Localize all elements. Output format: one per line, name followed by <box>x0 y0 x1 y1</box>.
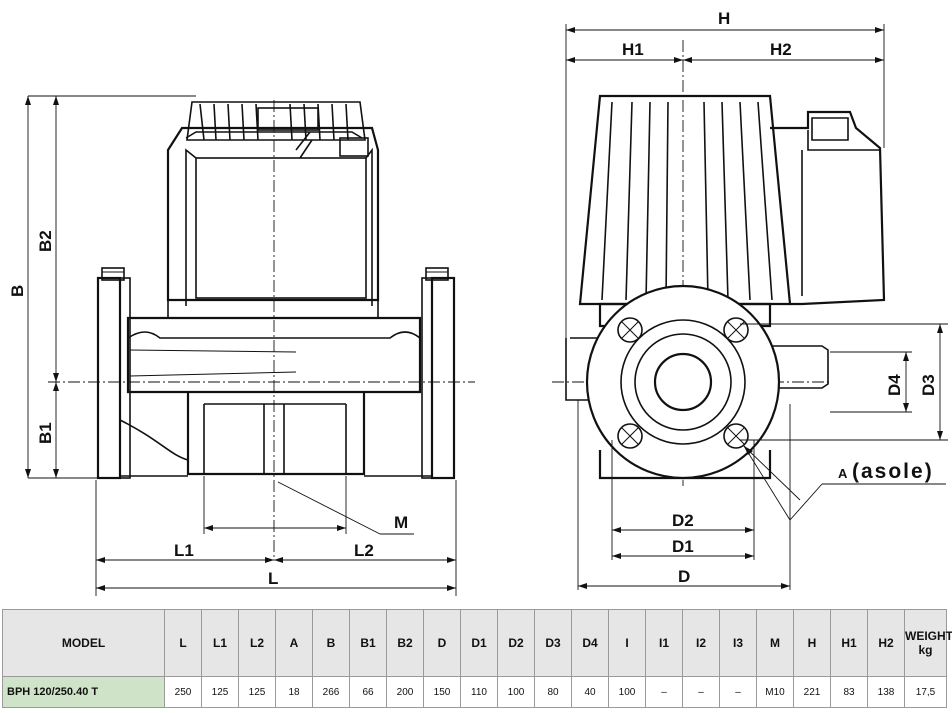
dim-label-M: M <box>394 513 408 532</box>
dim-label-H1: H1 <box>622 40 644 59</box>
specification-table: MODEL L L1 L2 A B B1 B2 D D1 D2 D3 D4 I … <box>2 609 952 708</box>
header-I1: I1 <box>645 609 683 677</box>
dim-label-D4: D4 <box>885 374 904 396</box>
dim-label-D: D <box>678 567 690 586</box>
model-cell: BPH 120/250.40 T <box>2 676 165 708</box>
header-B1: B1 <box>349 609 387 677</box>
front-view: B B2 B1 L1 L2 L M <box>8 95 475 596</box>
header-I: I <box>608 609 646 677</box>
cell-I: 100 <box>608 676 646 708</box>
cell-D2: 100 <box>497 676 535 708</box>
cell-I3: – <box>719 676 757 708</box>
cell-B2: 200 <box>386 676 424 708</box>
dim-label-asole: (asole) <box>852 460 934 483</box>
table-row: BPH 120/250.40 T 250 125 125 18 266 66 2… <box>2 676 947 708</box>
cell-L: 250 <box>164 676 202 708</box>
cell-H2: 138 <box>867 676 905 708</box>
front-horizontal-dimensions <box>95 476 457 596</box>
cell-B: 266 <box>312 676 350 708</box>
side-motor-fins <box>578 94 792 306</box>
cell-B1: 66 <box>349 676 387 708</box>
dim-label-H: H <box>718 9 730 28</box>
pump-housing <box>119 316 433 477</box>
left-flange <box>96 267 131 480</box>
dim-label-A: A <box>838 466 848 481</box>
cell-A: 18 <box>275 676 313 708</box>
cell-weight: 17,5 <box>904 676 947 708</box>
header-model: MODEL <box>2 609 165 677</box>
header-weight-label: WEIGHT <box>905 629 952 643</box>
header-weight-unit: kg <box>918 643 933 657</box>
header-D4: D4 <box>571 609 609 677</box>
dim-label-D3: D3 <box>919 374 938 396</box>
header-I2: I2 <box>682 609 720 677</box>
side-horizontal-dimensions-bottom <box>577 400 791 590</box>
side-view: H H1 H2 D4 D3 A (asole) <box>552 9 948 590</box>
header-D2: D2 <box>497 609 535 677</box>
header-A: A <box>275 609 313 677</box>
cell-L2: 125 <box>238 676 276 708</box>
motor-body <box>166 126 380 319</box>
header-L1: L1 <box>201 609 239 677</box>
dim-label-D1: D1 <box>672 537 694 556</box>
header-B2: B2 <box>386 609 424 677</box>
cell-L1: 125 <box>201 676 239 708</box>
header-D1: D1 <box>460 609 498 677</box>
dim-label-L1: L1 <box>174 541 194 560</box>
header-H2: H2 <box>867 609 905 677</box>
table-header-row: MODEL L L1 L2 A B B1 B2 D D1 D2 D3 D4 I … <box>2 609 952 677</box>
cell-D1: 110 <box>460 676 498 708</box>
cell-M: M10 <box>756 676 794 708</box>
dim-label-B2: B2 <box>36 230 55 252</box>
cell-D3: 80 <box>534 676 572 708</box>
dim-label-B1: B1 <box>36 422 55 444</box>
dim-label-L2: L2 <box>354 541 374 560</box>
technical-drawing: B B2 B1 L1 L2 L M <box>8 9 948 596</box>
cell-I1: – <box>645 676 683 708</box>
dim-label-D2: D2 <box>672 511 694 530</box>
asole-leader <box>743 445 946 521</box>
header-L: L <box>164 609 202 677</box>
header-B: B <box>312 609 350 677</box>
header-M: M <box>756 609 794 677</box>
flange-disc <box>585 284 781 480</box>
header-D: D <box>423 609 461 677</box>
header-D3: D3 <box>534 609 572 677</box>
header-L2: L2 <box>238 609 276 677</box>
right-flange <box>421 267 456 480</box>
cell-D4: 40 <box>571 676 609 708</box>
side-horizontal-dimensions-top <box>565 24 885 338</box>
side-vertical-dimensions <box>740 323 948 441</box>
dim-label-H2: H2 <box>770 40 792 59</box>
header-H1: H1 <box>830 609 868 677</box>
cell-H1: 83 <box>830 676 868 708</box>
cell-I2: – <box>682 676 720 708</box>
cell-H: 221 <box>793 676 831 708</box>
dim-label-B: B <box>8 285 27 297</box>
header-H: H <box>793 609 831 677</box>
front-vertical-dimensions <box>25 95 196 479</box>
dim-label-L: L <box>268 569 278 588</box>
cell-D: 150 <box>423 676 461 708</box>
terminal-box <box>770 110 886 306</box>
header-I3: I3 <box>719 609 757 677</box>
